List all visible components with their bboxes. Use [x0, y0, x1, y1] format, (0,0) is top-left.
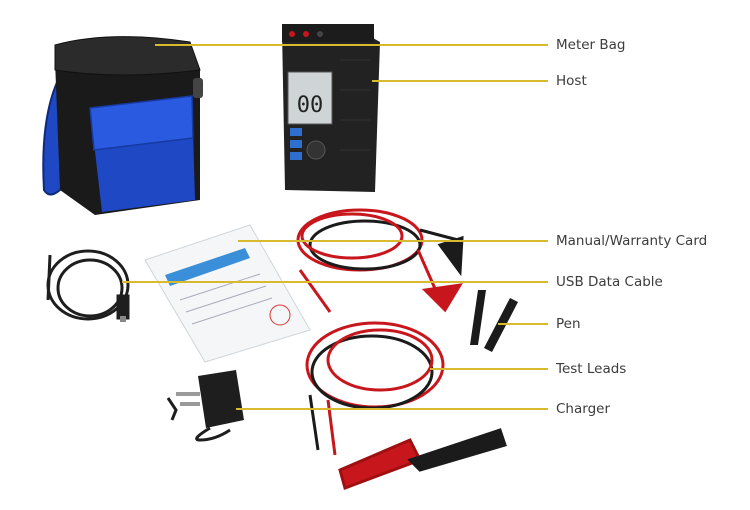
- label-host: Host: [556, 73, 587, 89]
- svg-text:00: 00: [297, 93, 324, 118]
- manual-icon: [144, 224, 311, 363]
- test-leads-icon: [296, 208, 507, 490]
- label-manual: Manual/Warranty Card: [556, 233, 708, 249]
- leader-lines: [122, 44, 548, 410]
- usb-cable-icon: [46, 249, 130, 322]
- meter-bag-icon: [42, 36, 203, 215]
- tester-host-icon: 00: [282, 24, 380, 192]
- label-meter-bag: Meter Bag: [556, 37, 626, 53]
- test-pen-icon: [470, 290, 518, 352]
- label-pen: Pen: [556, 316, 581, 332]
- charger-icon: [166, 370, 244, 442]
- label-charger: Charger: [556, 401, 610, 417]
- label-usb: USB Data Cable: [556, 274, 663, 290]
- label-test-leads: Test Leads: [556, 361, 627, 377]
